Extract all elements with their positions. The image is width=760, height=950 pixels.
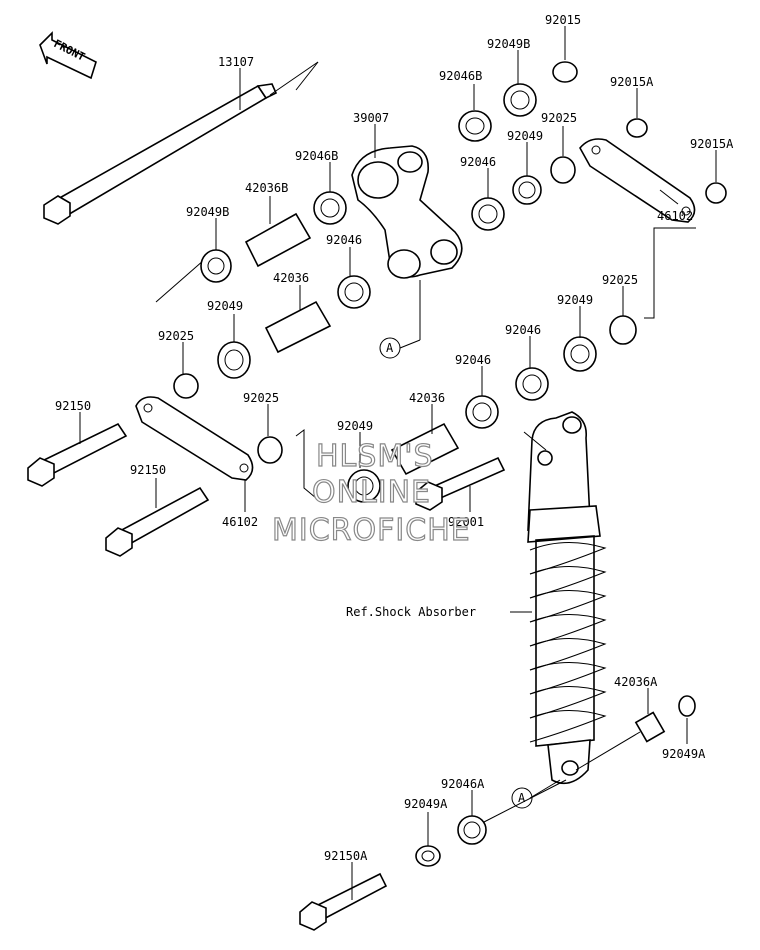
part-label-42036b: 42036B — [245, 181, 288, 195]
part-label-92025-left: 92025 — [158, 329, 194, 343]
part-label-39007: 39007 — [353, 111, 389, 125]
part-label-13107: 13107 — [218, 55, 254, 69]
part-label-92015a-1: 92015A — [610, 75, 654, 89]
hardware-group — [173, 61, 727, 503]
part-label-46102-left: 46102 — [222, 515, 258, 529]
pivot-shaft — [43, 61, 319, 303]
part-label-42036a: 42036A — [614, 675, 658, 689]
part-label-42036-mid: 42036 — [273, 271, 309, 285]
tie-rod-left — [135, 396, 254, 481]
watermark-line-2: ONLINE — [312, 475, 431, 510]
connector-a-top — [379, 337, 401, 359]
part-label-92049-right: 92049 — [557, 293, 593, 307]
part-label-92025-top: 92025 — [541, 111, 577, 125]
part-label-92046b-mid: 92046B — [295, 149, 338, 163]
part-label-92049b-top: 92049B — [487, 37, 530, 51]
part-label-92015a-2: 92015A — [690, 137, 734, 151]
part-label-92049a-left: 92049A — [404, 797, 448, 811]
part-label-42036-low: 42036 — [409, 391, 445, 405]
part-label-92049b-left: 92049B — [186, 205, 229, 219]
rocker-arm — [351, 145, 463, 279]
part-label-92046a: 92046A — [441, 777, 485, 791]
shock-absorber — [527, 411, 607, 785]
front-arrow-icon: FRONT — [39, 31, 97, 80]
part-label-92025-low: 92025 — [243, 391, 279, 405]
watermark-line-3: MICROFICHE — [272, 513, 471, 548]
part-label-92049-low: 92049 — [337, 419, 373, 433]
part-label-92001: 92001 — [448, 515, 484, 529]
part-label-92046-top: 92046 — [460, 155, 496, 169]
part-label-92025-right: 92025 — [602, 273, 638, 287]
connector-a-bottom — [511, 787, 533, 809]
part-label-92046-mid: 92046 — [326, 233, 362, 247]
part-label-92049a-right: 92049A — [662, 747, 706, 761]
watermark-line-1: HLSM'S — [316, 439, 434, 474]
part-label-92049-left: 92049 — [207, 299, 243, 313]
part-label-92150-1: 92150 — [55, 399, 91, 413]
part-label-92046-right2: 92046 — [505, 323, 541, 337]
part-label-92049-top: 92049 — [507, 129, 543, 143]
tie-rod-right — [579, 138, 696, 223]
connector-a-top-label: A — [386, 341, 394, 355]
part-label-92046-right1: 92046 — [455, 353, 491, 367]
part-label-92150a: 92150A — [324, 849, 368, 863]
bolt-92150a — [299, 872, 388, 931]
part-label-92015: 92015 — [545, 13, 581, 27]
part-label-92150-2: 92150 — [130, 463, 166, 477]
part-label-92046b-top: 92046B — [439, 69, 482, 83]
reference-label-shock-absorber: Ref.Shock Absorber — [346, 605, 476, 619]
connector-a-bottom-label: A — [518, 791, 526, 805]
part-label-46102-right: 46102 — [657, 209, 693, 223]
